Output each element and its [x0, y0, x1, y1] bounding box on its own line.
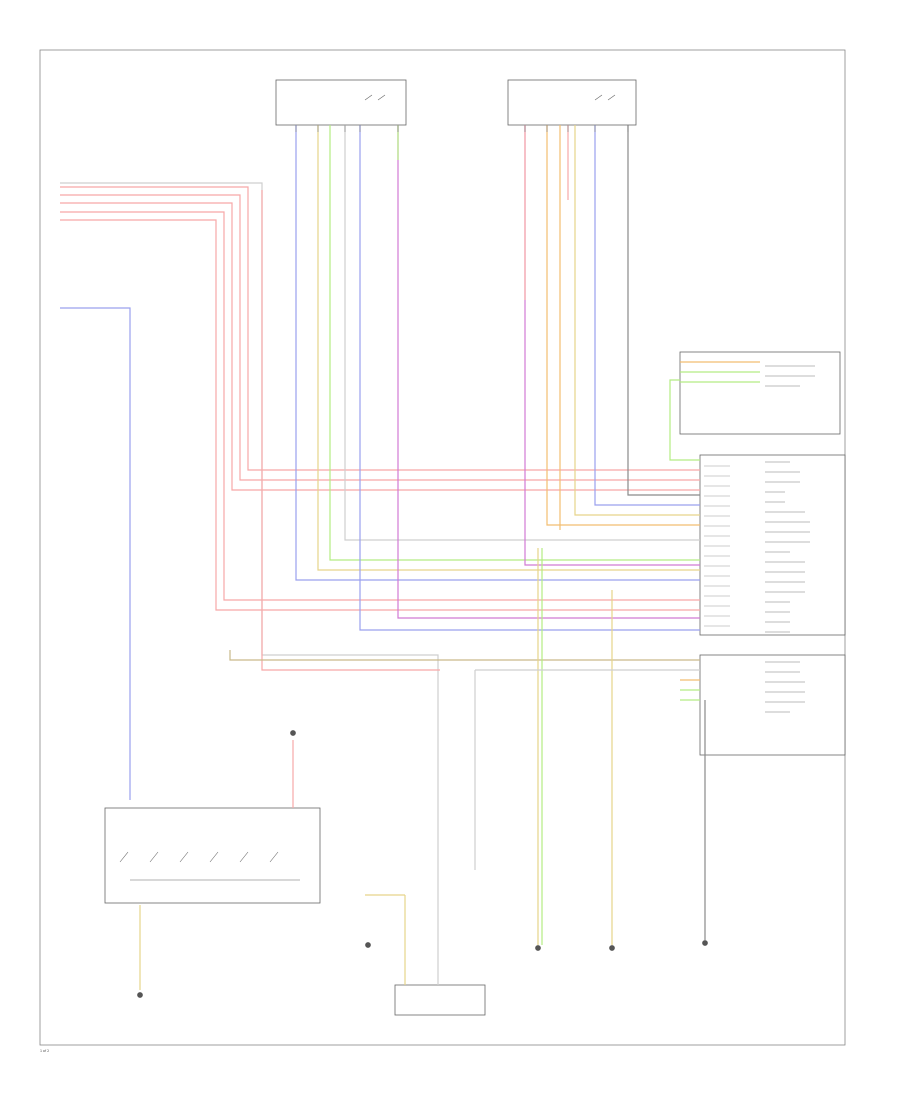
wire-red-3 [60, 202, 700, 491]
ground-icon [609, 945, 615, 951]
wire-blue-m1 [295, 125, 700, 581]
ground-icon [365, 942, 371, 948]
wire-green-m1 [329, 125, 700, 561]
wire-lightgray-drop [474, 669, 700, 870]
wire-magenta-r1 [524, 125, 700, 566]
wire-red-2 [60, 194, 700, 481]
ground-symbols [137, 730, 708, 998]
bottom-switch-contacts [119, 851, 300, 881]
ground-icon [137, 992, 143, 998]
ground-icon [702, 940, 708, 946]
passenger-power-seat-module [275, 79, 407, 126]
ground-icon [290, 730, 296, 736]
right-connector-middle [699, 454, 846, 636]
wire-red-5 [60, 219, 700, 611]
wire-yellow-m1 [317, 125, 700, 571]
driver-power-seat-module [507, 79, 637, 126]
wire-red-4 [60, 211, 700, 601]
wire-blue-left [60, 307, 131, 800]
wire-green-loop [669, 379, 700, 461]
right-connector-upper [679, 351, 841, 435]
wire-group [60, 125, 760, 990]
wire-tan-horizontal [229, 650, 700, 661]
wire-gray-r1 [627, 125, 700, 496]
ground-icon [535, 945, 541, 951]
right-connector-lower [699, 654, 846, 756]
page-code: 1 of 2 [40, 1049, 49, 1053]
bottom-switch-module [104, 807, 321, 904]
wire-yellow-r1 [574, 125, 700, 516]
wire-magenta-m1 [397, 125, 700, 619]
wire-code-labels [704, 465, 730, 627]
connector-pin-labels [765, 365, 815, 713]
wire-orange-r1 [546, 125, 700, 526]
wire-red-1 [60, 186, 700, 471]
module-switch-left [364, 94, 386, 101]
wire-lightgray-m1 [344, 125, 700, 541]
wire-blue-r1 [594, 125, 700, 506]
bottom-center-connector [394, 984, 486, 1016]
wire-blue-m2 [359, 125, 700, 631]
pin-ticks [295, 125, 629, 132]
wire-red-6 [261, 190, 440, 671]
module-switch-right [594, 94, 616, 101]
